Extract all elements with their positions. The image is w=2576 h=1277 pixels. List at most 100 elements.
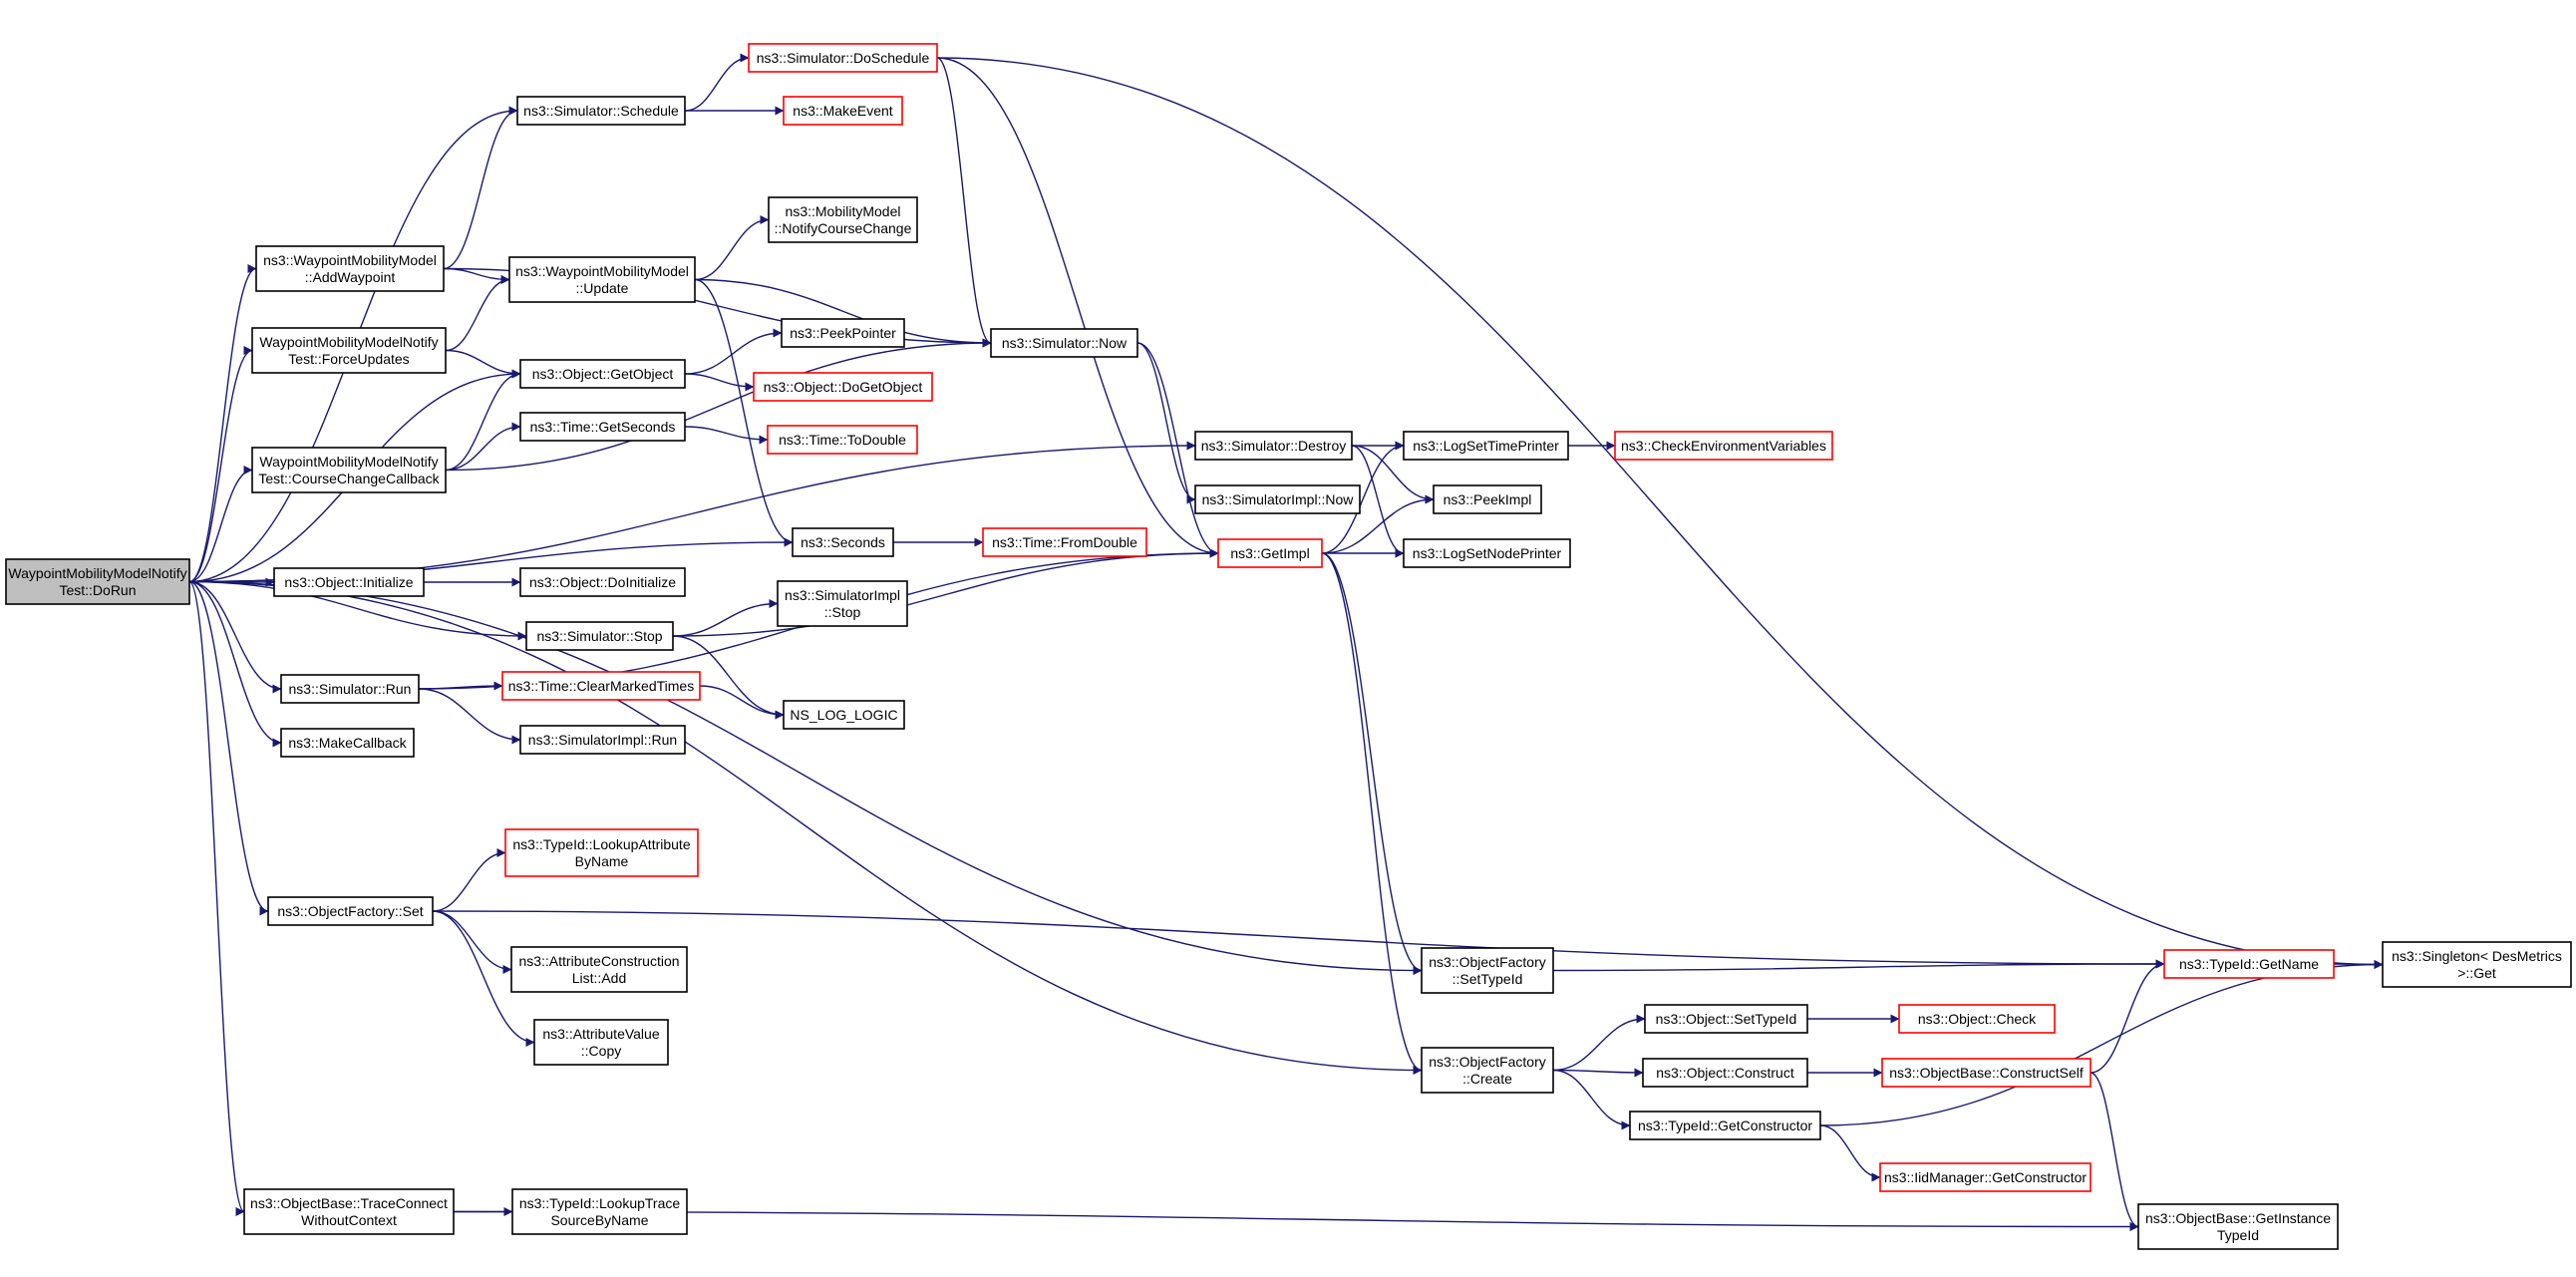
edge-line	[445, 422, 521, 472]
node-makecb[interactable]: ns3::MakeCallback	[280, 728, 415, 758]
edge-forceupd-to-wpupdate	[445, 275, 510, 352]
node-todouble[interactable]: ns3::Time::ToDouble	[767, 425, 918, 455]
node-lognode[interactable]: ns3::LogSetNodePrinter	[1403, 538, 1571, 568]
edge-line	[418, 688, 521, 745]
node-dogetobj[interactable]: ns3::Object::DoGetObject	[753, 372, 933, 402]
node-iidgetconstr[interactable]: ns3::IidManager::GetConstructor	[1879, 1162, 2092, 1192]
node-box	[1433, 484, 1542, 514]
node-objconstruct[interactable]: ns3::Object::Construct	[1642, 1058, 1808, 1088]
node-peekptr[interactable]: ns3::PeekPointer	[781, 318, 905, 348]
edge-getobj-to-peekptr	[684, 328, 783, 375]
edge-ofsettype-to-typegetname	[1552, 959, 2165, 972]
node-label-line: Test::DoRun	[59, 582, 136, 598]
node-label-line: >::Get	[2457, 965, 2496, 981]
node-label-line: ns3::Object::SetTypeId	[1656, 1011, 1797, 1027]
node-ofcreate[interactable]: ns3::ObjectFactory::Create	[1421, 1047, 1554, 1094]
edge-line	[1819, 1124, 1881, 1182]
node-addwp[interactable]: ns3::WaypointMobilityModel::AddWaypoint	[255, 245, 445, 292]
edge-line	[1351, 445, 1435, 504]
node-box	[533, 1019, 669, 1066]
edge-line	[188, 580, 1423, 1075]
node-objcheck[interactable]: ns3::Object::Check	[1898, 1004, 2056, 1034]
node-simimplnow[interactable]: ns3::SimulatorImpl::Now	[1194, 484, 1361, 514]
node-label-line: ns3::AttributeValue	[542, 1026, 659, 1042]
node-ofset[interactable]: ns3::ObjectFactory::Set	[267, 896, 434, 926]
node-notifycc[interactable]: ns3::MobilityModel::NotifyCourseChange	[768, 196, 918, 243]
node-getimpl[interactable]: ns3::GetImpl	[1217, 538, 1323, 568]
node-simimplrun[interactable]: ns3::SimulatorImpl::Run	[519, 725, 686, 755]
node-peekimpl[interactable]: ns3::PeekImpl	[1433, 484, 1542, 514]
node-logtime[interactable]: ns3::LogSetTimePrinter	[1403, 431, 1569, 461]
edge-root-to-addwp	[188, 264, 257, 583]
node-checkenv[interactable]: ns3::CheckEnvironmentVariables	[1614, 431, 1833, 461]
node-forceupd[interactable]: WaypointMobilityModelNotifyTest::ForceUp…	[251, 327, 447, 374]
node-label-line: ns3::CheckEnvironmentVariables	[1621, 438, 1826, 454]
node-simrun[interactable]: ns3::Simulator::Run	[280, 674, 420, 704]
node-label-line: ns3::SimulatorImpl	[785, 587, 900, 603]
edge-root-to-coursecb	[188, 466, 253, 583]
node-label-line: ns3::ObjectFactory	[1429, 954, 1546, 970]
node-singleton[interactable]: ns3::Singleton< DesMetrics>::Get	[2382, 941, 2572, 988]
node-nslog[interactable]: NS_LOG_LOGIC	[783, 700, 905, 730]
node-fromdouble[interactable]: ns3::Time::FromDouble	[982, 527, 1147, 557]
node-clearmarked[interactable]: ns3::Time::ClearMarkedTimes	[501, 671, 701, 701]
node-objsettype[interactable]: ns3::Object::SetTypeId	[1644, 1004, 1808, 1034]
node-box	[2137, 1203, 2339, 1250]
node-box	[1881, 1058, 2092, 1088]
node-box	[267, 896, 434, 926]
node-typegetname[interactable]: ns3::TypeId::GetName	[2163, 949, 2335, 979]
node-label-line: ns3::Seconds	[801, 534, 885, 550]
node-label-line: ns3::Object::GetObject	[532, 366, 674, 382]
node-getobj[interactable]: ns3::Object::GetObject	[519, 359, 686, 389]
node-simimplstop[interactable]: ns3::SimulatorImpl::Stop	[777, 580, 908, 627]
node-label-line: ns3::TypeId::GetConstructor	[1638, 1117, 1812, 1133]
edge-line	[432, 910, 535, 1047]
edge-typegetconstr-to-singleton	[1819, 960, 2384, 1126]
edge-line	[432, 848, 506, 912]
node-label-line: TypeId	[2217, 1227, 2259, 1243]
edge-line	[672, 635, 785, 720]
node-typegetconstr[interactable]: ns3::TypeId::GetConstructor	[1629, 1111, 1821, 1140]
edge-getobj-to-dogetobj	[684, 373, 755, 392]
node-label-line: ns3::Simulator::DoSchedule	[757, 50, 930, 66]
node-wpupdate[interactable]: ns3::WaypointMobilityModel::Update	[508, 256, 696, 303]
node-schedule[interactable]: ns3::Simulator::Schedule	[516, 96, 686, 126]
node-coursecb[interactable]: WaypointMobilityModelNotifyTest::CourseC…	[251, 447, 447, 493]
node-objinit[interactable]: ns3::Object::Initialize	[273, 567, 425, 597]
node-ofsettype[interactable]: ns3::ObjectFactory::SetTypeId	[1421, 947, 1554, 994]
node-attrcopy[interactable]: ns3::AttributeValue::Copy	[533, 1019, 669, 1066]
node-label-line: ns3::Time::GetSeconds	[530, 419, 676, 435]
node-box	[1194, 431, 1353, 461]
edge-line	[432, 910, 512, 974]
edge-getimpl-to-peekimpl	[1321, 494, 1435, 554]
node-constructself[interactable]: ns3::ObjectBase::ConstructSelf	[1881, 1058, 2092, 1088]
edge-line	[684, 373, 755, 392]
node-label-line: ns3::ObjectBase::TraceConnect	[250, 1195, 448, 1211]
node-dosched[interactable]: ns3::Simulator::DoSchedule	[748, 43, 938, 73]
node-doinit[interactable]: ns3::Object::DoInitialize	[519, 567, 686, 597]
node-box	[255, 245, 445, 292]
node-simdestroy[interactable]: ns3::Simulator::Destroy	[1194, 431, 1353, 461]
edge-line	[694, 278, 992, 348]
node-tracecon[interactable]: ns3::ObjectBase::TraceConnectWithoutCont…	[243, 1188, 455, 1235]
node-box	[519, 725, 686, 755]
node-label-line: ns3::Simulator::Schedule	[523, 103, 679, 119]
node-seconds[interactable]: ns3::Seconds	[792, 527, 894, 557]
edge-line	[2090, 959, 2165, 1074]
edge-line	[188, 580, 245, 1216]
edge-clearmarked-to-nslog	[699, 685, 785, 720]
node-box	[251, 327, 447, 374]
node-simnow[interactable]: ns3::Simulator::Now	[990, 328, 1138, 358]
node-simstop[interactable]: ns3::Simulator::Stop	[525, 621, 674, 651]
node-label-line: WaypointMobilityModelNotify	[259, 454, 438, 470]
node-getsec[interactable]: ns3::Time::GetSeconds	[519, 412, 686, 442]
node-makeevent[interactable]: ns3::MakeEvent	[783, 96, 903, 126]
edge-line	[445, 369, 521, 472]
edge-line	[684, 53, 750, 112]
node-label-line: ns3::Time::ClearMarkedTimes	[508, 678, 694, 694]
node-label-line: ns3::Object::DoInitialize	[529, 574, 676, 590]
